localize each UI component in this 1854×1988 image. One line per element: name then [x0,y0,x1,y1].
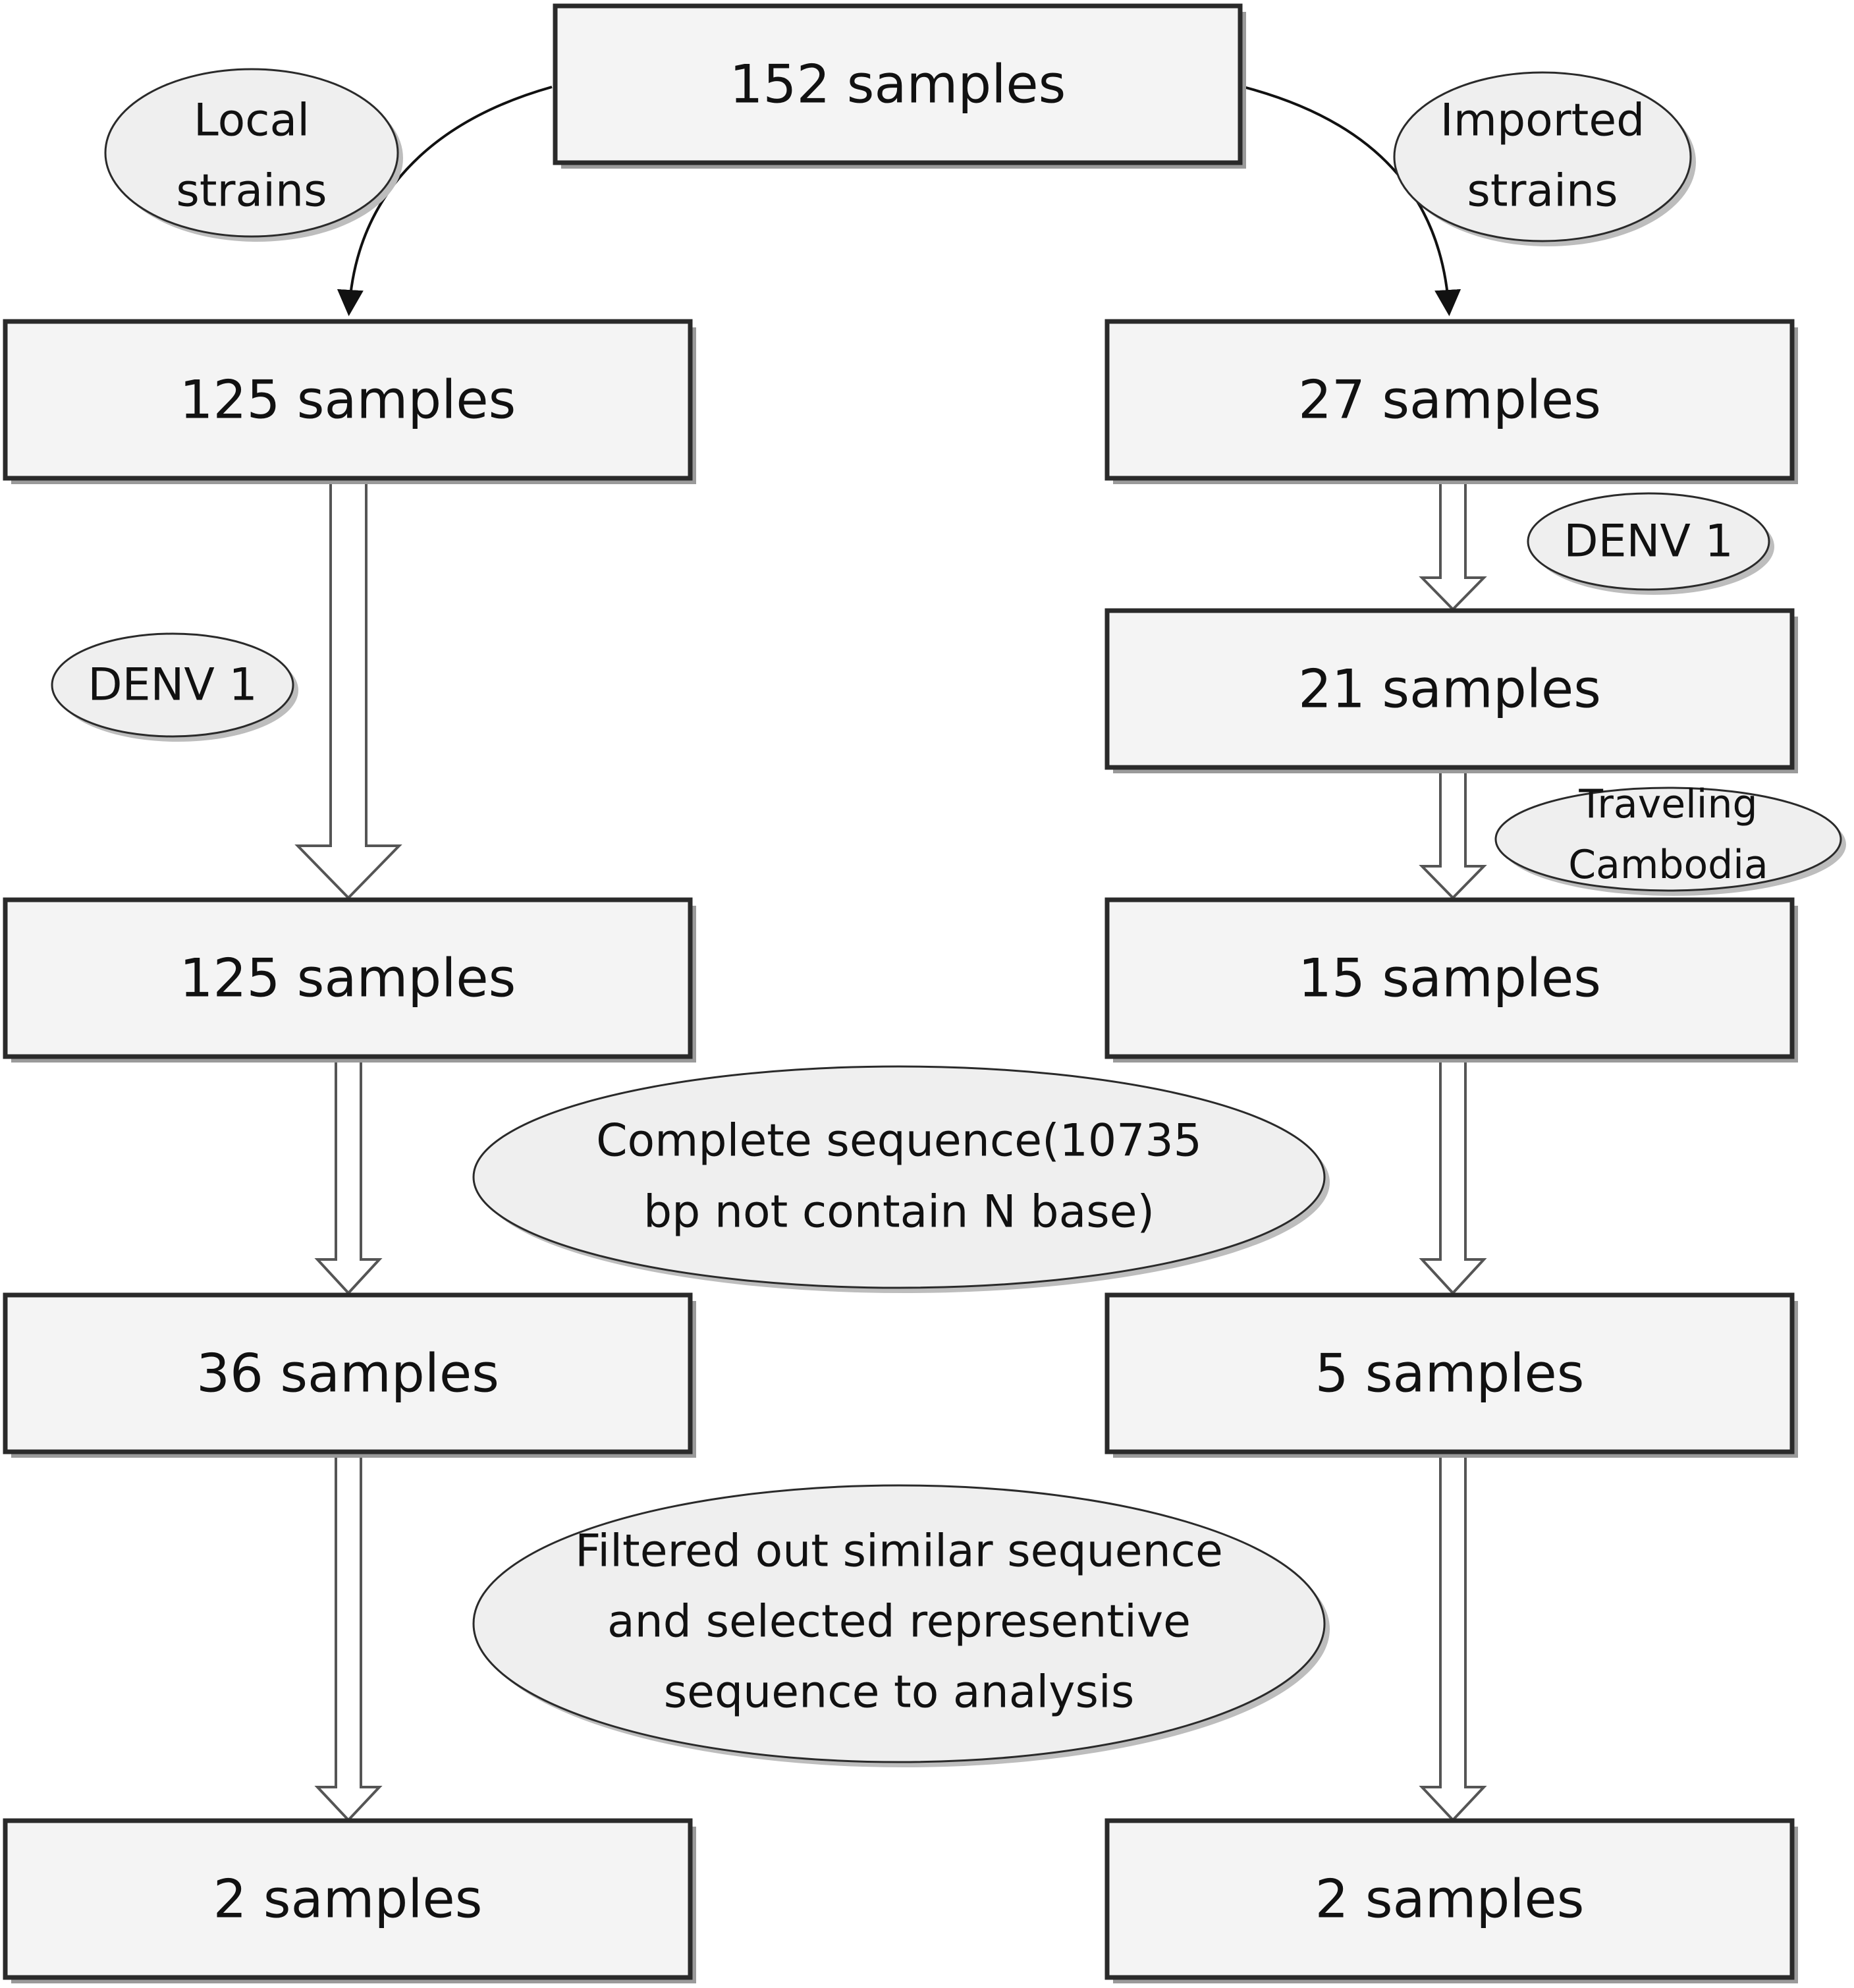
box-local-1-text: 125 samples [180,370,516,431]
label-denv-right-text: DENV 1 [1564,516,1733,568]
curve-arrow-imported [1243,86,1461,316]
label-traveling-line1: Traveling [1578,781,1757,827]
box-top: 152 samples [553,3,1246,169]
label-local-strains: Local strains [104,68,403,242]
box-imported-4-text: 5 samples [1315,1343,1585,1404]
box-local-3-text: 36 samples [196,1343,499,1404]
box-imported-5: 2 samples [1104,1818,1798,1983]
block-arrow-imported-4 [1419,1452,1487,1822]
label-local-strains-line2: strains [176,165,327,217]
box-local-2-text: 125 samples [180,948,516,1009]
box-imported-4: 5 samples [1104,1292,1798,1458]
block-arrow-imported-3 [1419,1057,1487,1295]
box-top-text: 152 samples [730,54,1066,115]
box-local-4: 2 samples [3,1818,696,1983]
box-imported-3-text: 15 samples [1298,948,1601,1009]
label-denv-right: DENV 1 [1527,492,1774,595]
block-arrow-local-3 [314,1452,383,1822]
label-traveling-cambodia: Traveling Cambodia [1494,781,1846,896]
label-complete-sequence: Complete sequence(10735 bp not contain N… [472,1065,1330,1293]
curve-arrow-local [337,86,553,316]
label-denv-left-text: DENV 1 [88,659,258,711]
label-local-strains-line1: Local [194,95,310,147]
label-imported-strains-line1: Imported [1440,95,1645,147]
box-local-4-text: 2 samples [213,1869,483,1930]
label-denv-left: DENV 1 [51,632,298,742]
label-complete-sequence-line2: bp not contain N base) [643,1186,1155,1238]
label-traveling-line2: Cambodia [1568,842,1768,888]
box-imported-1: 27 samples [1104,319,1798,484]
block-arrow-imported-2 [1419,767,1487,900]
box-imported-5-text: 2 samples [1315,1869,1585,1930]
block-arrow-local-1 [294,478,402,900]
label-filtered-line1: Filtered out similar sequence [575,1526,1223,1578]
box-imported-2: 21 samples [1104,608,1798,773]
block-arrow-imported-1 [1419,478,1487,611]
label-imported-strains-line2: strains [1467,165,1618,217]
box-imported-3: 15 samples [1104,897,1798,1063]
label-filtered-line2: and selected representive [607,1596,1191,1648]
label-filtered-line3: sequence to analysis [664,1667,1135,1719]
box-imported-2-text: 21 samples [1298,659,1601,720]
box-local-3: 36 samples [3,1292,696,1458]
label-imported-strains: Imported strains [1393,71,1696,246]
block-arrow-local-2 [314,1057,383,1295]
label-complete-sequence-line1: Complete sequence(10735 [596,1115,1202,1167]
box-imported-1-text: 27 samples [1298,370,1601,431]
label-filtered: Filtered out similar sequence and select… [472,1484,1330,1767]
box-local-2: 125 samples [3,897,696,1063]
box-local-1: 125 samples [3,319,696,484]
